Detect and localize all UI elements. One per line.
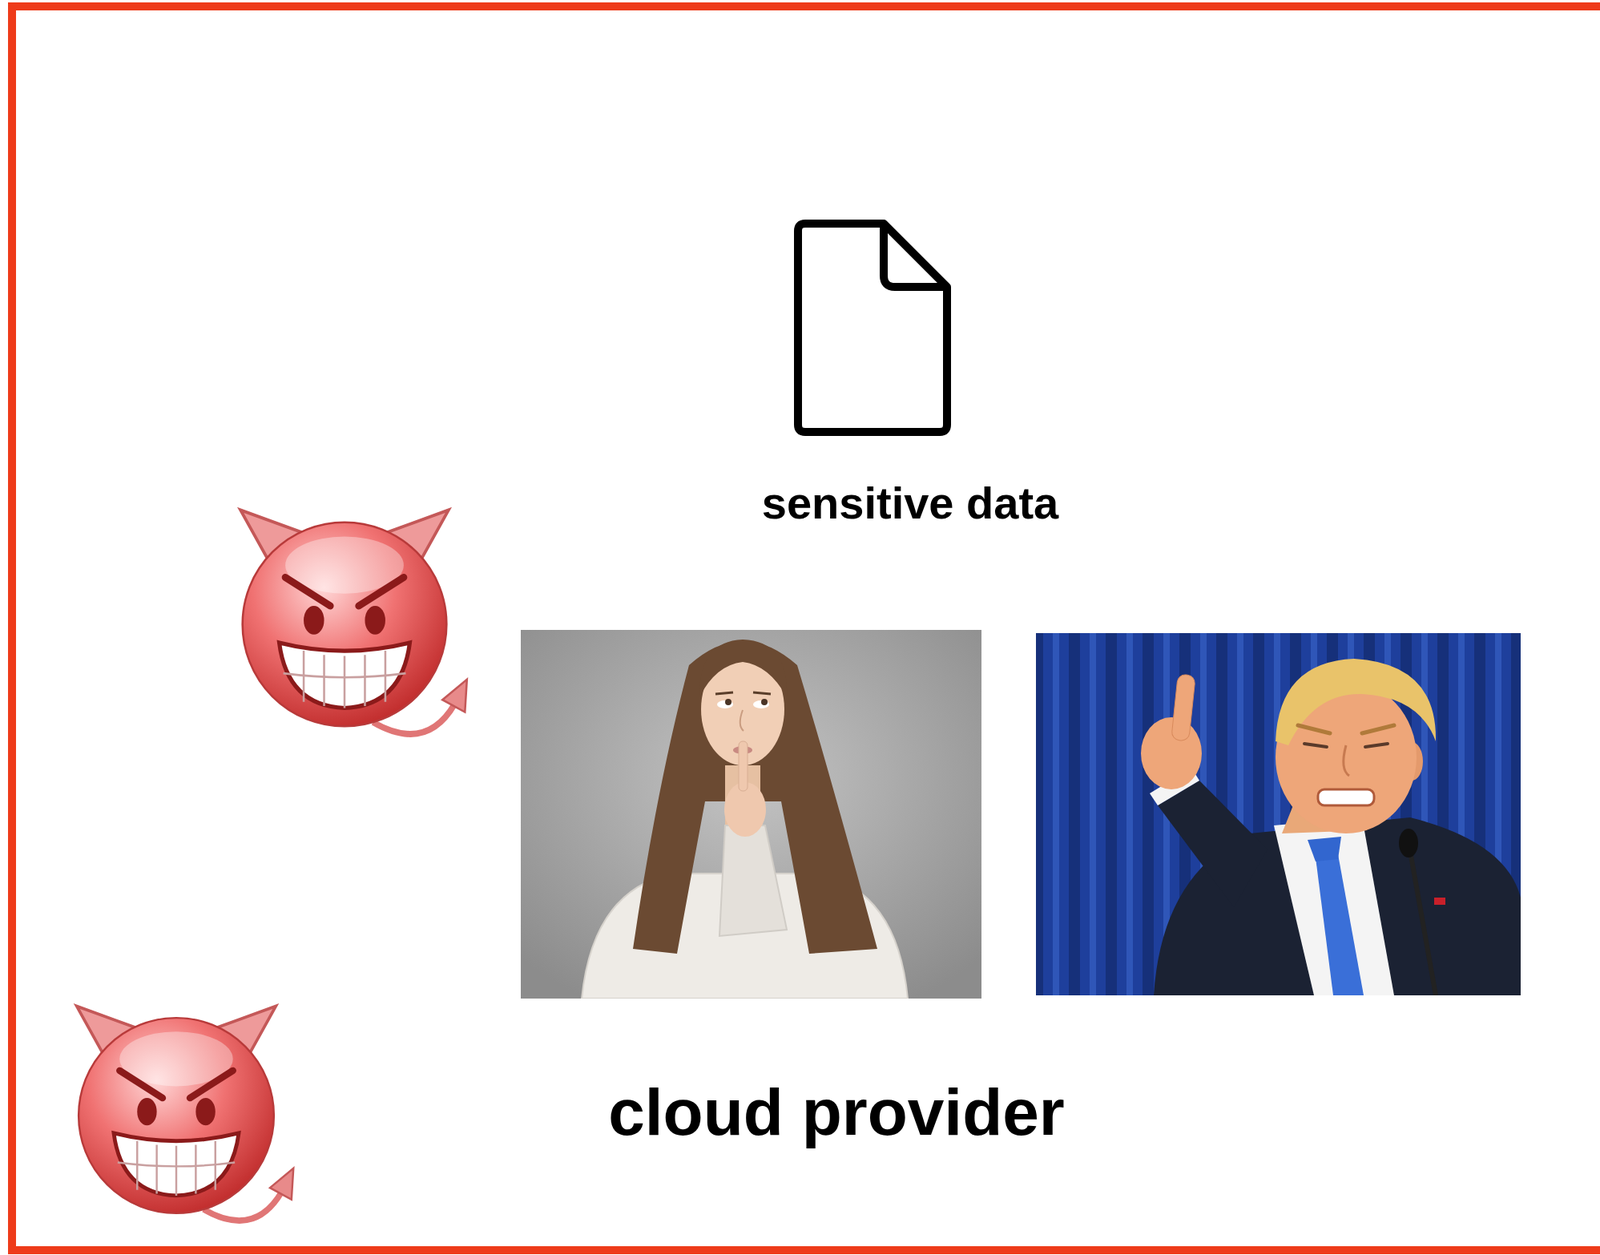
woman-photo [740,709,744,731]
document-outline [797,223,948,432]
woman-photo [717,700,734,709]
devil-icon [240,509,468,734]
man-photo [1273,817,1395,996]
woman-photo [520,629,982,999]
man-photo [1149,767,1200,806]
cloud-label: cloud provider [608,1074,1065,1150]
woman-photo [753,700,770,709]
man-photo [1434,897,1446,905]
man-photo [1398,828,1419,858]
woman-photo [520,629,982,999]
document-icon: sensitive data [752,219,1069,537]
man-photo [1153,817,1521,996]
man-photo [1140,717,1202,790]
man-photo [1157,780,1268,907]
cloud-shape: sensitive datacloud provider [30,219,1590,970]
document-fold [883,223,948,287]
man-photo [1275,681,1417,834]
woman-photo [724,781,766,837]
woman-photo [725,698,732,706]
woman-photo [738,741,748,791]
slide-frame [12,6,1600,1250]
man-photo [1275,658,1436,746]
man-photo [1304,743,1388,747]
woman-photo [581,873,908,999]
man-photo [1343,745,1350,776]
data-label: sensitive data [761,477,1059,529]
woman-photo [701,652,785,766]
man-photo [1297,725,1395,734]
document-icon [793,219,952,436]
man-photo [1315,854,1364,996]
woman-photo [719,825,787,936]
man-photo [1400,741,1423,781]
man-photo [1317,789,1375,806]
man-photo [1035,632,1521,996]
text-holder: sensitive data [761,477,1059,529]
man-photo [1281,789,1372,834]
text-holder: cloud provider [608,1074,1065,1150]
woman-photo [699,639,787,698]
man-photo [1171,673,1196,742]
man-photo [1410,850,1436,996]
woman-photo [761,698,768,706]
man-photo [1035,632,1521,996]
devil-icon [76,1006,295,1222]
woman-photo [632,640,878,954]
man-photo [1307,836,1342,862]
woman-photo [715,692,771,694]
woman-photo [733,745,753,754]
woman-photo [725,765,761,878]
